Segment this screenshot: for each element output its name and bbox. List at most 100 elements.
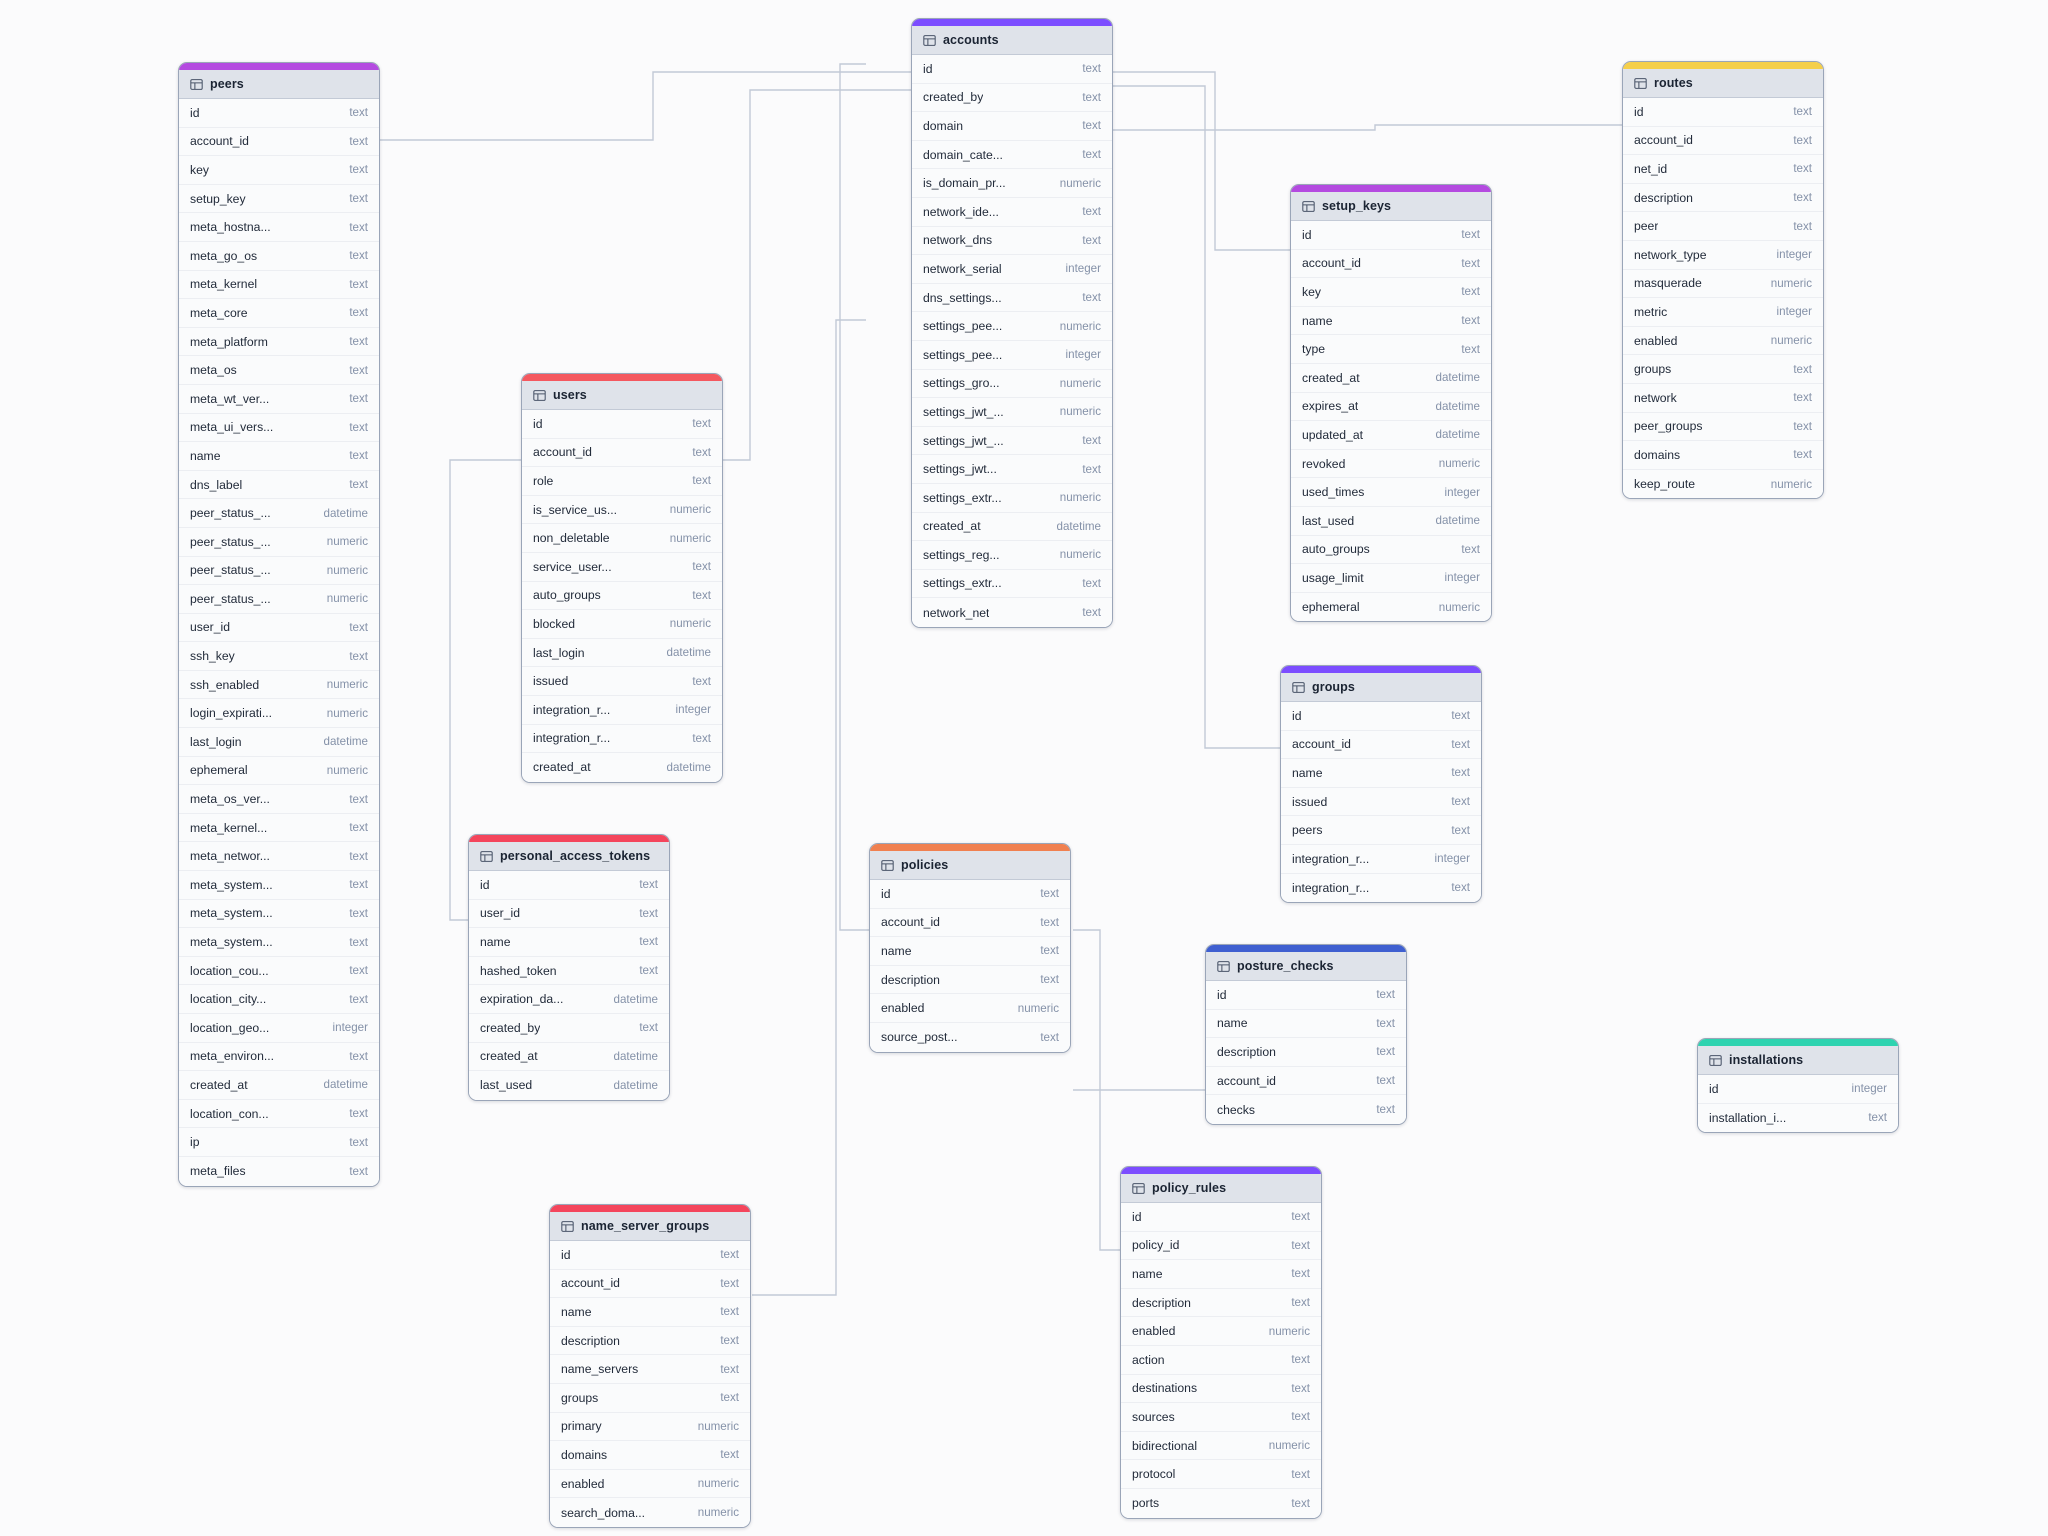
field-row[interactable]: meta_system...text bbox=[179, 928, 379, 957]
table-header[interactable]: personal_access_tokens bbox=[469, 842, 669, 871]
field-row[interactable]: expiration_da...datetime bbox=[469, 985, 669, 1014]
field-row[interactable]: peer_status_...numeric bbox=[179, 527, 379, 557]
field-row[interactable]: meta_kernel...text bbox=[179, 813, 379, 843]
field-row[interactable]: settings_extr...numeric bbox=[912, 483, 1112, 513]
field-row[interactable]: search_doma...numeric bbox=[550, 1498, 750, 1527]
field-row[interactable]: integration_r...integer bbox=[1281, 844, 1481, 874]
field-row[interactable]: domain_cate...text bbox=[912, 140, 1112, 170]
table-header[interactable]: routes bbox=[1623, 69, 1823, 98]
table-header[interactable]: accounts bbox=[912, 26, 1112, 55]
field-row[interactable]: settings_extr...text bbox=[912, 569, 1112, 599]
field-row[interactable]: location_con...text bbox=[179, 1099, 379, 1129]
field-row[interactable]: location_cou...text bbox=[179, 956, 379, 986]
field-row[interactable]: settings_jwt_...numeric bbox=[912, 398, 1112, 427]
field-row[interactable]: meta_os_ver...text bbox=[179, 785, 379, 814]
field-row[interactable]: source_post...text bbox=[870, 1022, 1070, 1052]
field-row[interactable]: settings_gro...numeric bbox=[912, 369, 1112, 399]
field-row[interactable]: meta_wt_ver...text bbox=[179, 384, 379, 414]
field-row[interactable]: settings_jwt_...text bbox=[912, 426, 1112, 456]
table-header[interactable]: posture_checks bbox=[1206, 952, 1406, 981]
table-header[interactable]: installations bbox=[1698, 1046, 1898, 1075]
field-row[interactable]: peer_status_...datetime bbox=[179, 499, 379, 528]
field-row[interactable]: is_service_us...numeric bbox=[522, 495, 722, 525]
field-row[interactable]: network_ide...text bbox=[912, 197, 1112, 227]
field-row[interactable]: integration_r...integer bbox=[522, 695, 722, 725]
field-row[interactable]: integration_r...text bbox=[1281, 873, 1481, 903]
field-row[interactable]: meta_networ...text bbox=[179, 842, 379, 872]
